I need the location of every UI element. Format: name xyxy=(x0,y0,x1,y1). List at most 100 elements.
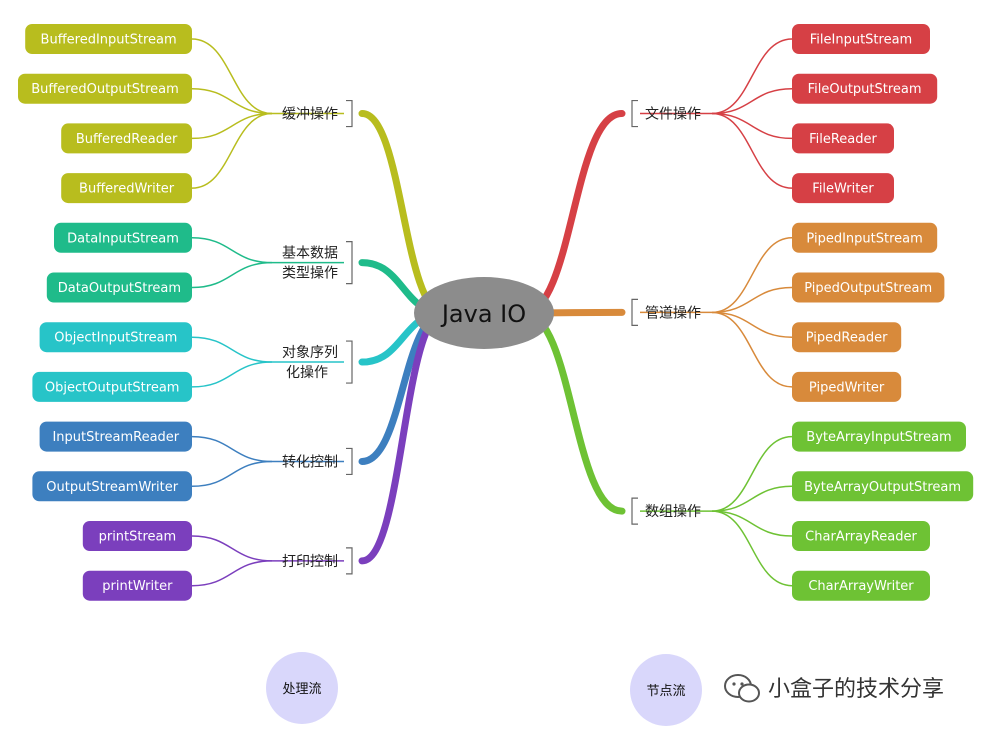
branch-twig xyxy=(191,560,273,587)
class-node-box xyxy=(61,123,193,154)
class-node-label: DataInputStream xyxy=(67,231,179,246)
class-node-box xyxy=(46,272,192,303)
category-bracket xyxy=(346,447,353,476)
category-bracket xyxy=(346,547,353,575)
class-node-box xyxy=(792,73,938,104)
class-node-input-stream-reader: InputStreamReader xyxy=(39,421,192,452)
branch-twig xyxy=(711,311,793,338)
branch-twig xyxy=(711,112,793,189)
category-label: 缓冲操作 xyxy=(282,107,338,123)
category-label: 文件操作 xyxy=(645,107,701,123)
branch-twig xyxy=(191,261,273,289)
class-node-print-stream: printStream xyxy=(82,521,192,551)
class-node-file-writer: FileWriter xyxy=(792,173,894,204)
class-node-data-input-stream: DataInputStream xyxy=(54,222,192,253)
class-node-label: FileReader xyxy=(809,132,877,147)
class-node-box xyxy=(32,371,193,402)
node-layer: 缓冲操作 BufferedInputStreamBufferedOutputStr… xyxy=(18,24,974,601)
class-node-box xyxy=(792,371,902,402)
processing-stream-label: 处理流 xyxy=(282,682,321,697)
class-node-label: BufferedOutputStream xyxy=(31,82,179,97)
class-node-label: FileWriter xyxy=(812,182,874,197)
class-node-label: ByteArrayOutputStream xyxy=(804,480,961,495)
class-node-box xyxy=(792,421,966,452)
class-node-label: DataOutputStream xyxy=(58,281,181,296)
branch-twig xyxy=(711,286,793,314)
branch-twig xyxy=(191,87,273,115)
category-label: 转化控制 xyxy=(282,454,338,470)
class-node-buffered-input-stream: BufferedInputStream xyxy=(25,24,193,54)
class-node-file-output-stream: FileOutputStream xyxy=(792,73,938,104)
class-node-piped-writer: PipedWriter xyxy=(792,371,902,402)
class-node-box xyxy=(792,272,945,303)
class-node-label: CharArrayWriter xyxy=(808,579,914,594)
branch-twig xyxy=(711,510,793,587)
wechat-icon xyxy=(724,674,760,703)
center-label: Java IO xyxy=(440,300,526,328)
class-node-box xyxy=(792,222,938,253)
class-node-object-input-stream: ObjectInputStream xyxy=(39,322,192,353)
class-node-label: FileInputStream xyxy=(810,33,912,48)
category-label: 管道操作 xyxy=(645,305,701,321)
class-node-data-output-stream: DataOutputStream xyxy=(46,272,192,303)
class-node-byte-array-input-stream: ByteArrayInputStream xyxy=(792,421,966,452)
branch-twig xyxy=(191,336,273,363)
branch-twig xyxy=(191,237,273,264)
class-node-piped-reader: PipedReader xyxy=(792,322,902,353)
class-node-box xyxy=(25,24,193,54)
category-label: 基本数据 xyxy=(282,245,338,262)
class-node-object-output-stream: ObjectOutputStream xyxy=(32,371,193,402)
class-node-box xyxy=(792,322,902,353)
class-node-box xyxy=(54,222,192,253)
branch-twig xyxy=(711,38,793,115)
branch-twig xyxy=(711,485,793,512)
category-bracket xyxy=(346,99,353,128)
class-node-char-array-reader: CharArrayReader xyxy=(792,521,930,551)
center-node: Java IO xyxy=(414,277,554,349)
class-node-label: PipedInputStream xyxy=(806,231,922,246)
category-bracket xyxy=(631,298,638,326)
class-node-box xyxy=(82,570,192,601)
category-label: 数组操作 xyxy=(645,504,701,520)
category-bracket xyxy=(346,340,353,384)
category-bracket xyxy=(346,241,353,285)
class-node-label: ObjectInputStream xyxy=(54,331,177,346)
class-node-box xyxy=(82,521,192,551)
class-node-label: ByteArrayInputStream xyxy=(806,430,951,445)
branch-twig xyxy=(191,38,273,115)
class-node-box xyxy=(32,471,193,502)
branch-trunk xyxy=(520,309,626,515)
class-node-file-input-stream: FileInputStream xyxy=(792,24,930,54)
watermark-text: 小盒子的技术分享 xyxy=(768,677,944,702)
class-node-print-writer: printWriter xyxy=(82,570,192,601)
class-node-box xyxy=(61,173,193,204)
class-node-box xyxy=(39,421,192,452)
category-bracket xyxy=(631,497,638,525)
node-stream-bubble xyxy=(630,654,702,726)
class-node-label: printStream xyxy=(99,530,177,545)
class-node-buffered-reader: BufferedReader xyxy=(61,123,193,154)
class-node-piped-input-stream: PipedInputStream xyxy=(792,222,938,253)
class-node-piped-output-stream: PipedOutputStream xyxy=(792,272,945,303)
branch-twig xyxy=(191,112,273,140)
branch-twig xyxy=(191,460,273,488)
branch-twig xyxy=(191,361,273,388)
branch-trunk xyxy=(358,309,448,565)
class-node-char-array-writer: CharArrayWriter xyxy=(792,570,930,601)
branch-twig xyxy=(191,535,273,562)
class-node-box xyxy=(792,24,930,54)
branch-twig xyxy=(711,87,793,115)
class-node-label: BufferedReader xyxy=(76,132,178,147)
class-node-box xyxy=(792,123,894,154)
category-label: 类型操作 xyxy=(282,266,338,282)
class-node-buffered-writer: BufferedWriter xyxy=(61,173,193,204)
branch-twig xyxy=(711,112,793,140)
class-node-label: PipedReader xyxy=(806,331,888,346)
branch-twig xyxy=(191,435,273,463)
class-node-box xyxy=(39,322,192,353)
class-node-label: BufferedWriter xyxy=(79,182,175,197)
class-node-label: PipedOutputStream xyxy=(804,281,932,296)
category-bracket xyxy=(631,99,638,128)
class-node-box xyxy=(18,73,192,104)
